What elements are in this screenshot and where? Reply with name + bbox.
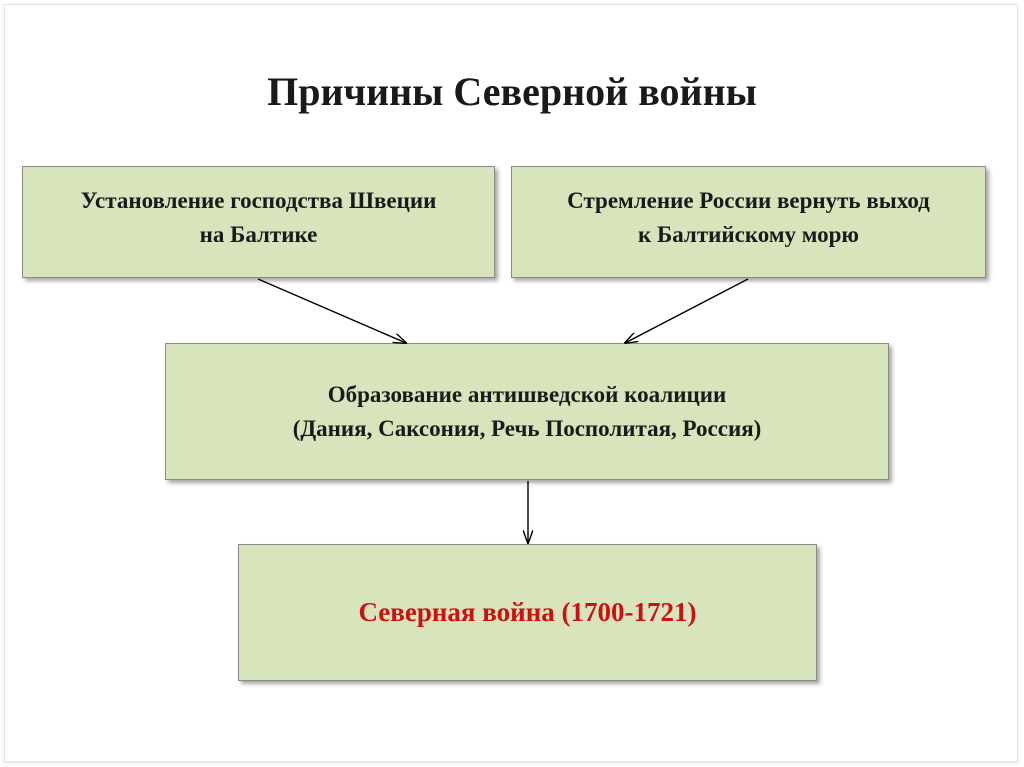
cause-box-russia-line2: к Балтийскому морю [638,222,859,247]
northern-war-label: Северная война (1700-1721) [358,597,697,627]
northern-war-box: Северная война (1700-1721) [238,544,817,681]
coalition-box-line2: (Дания, Саксония, Речь Посполитая, Росси… [292,415,762,441]
diagram-title: Причины Северной войны [267,69,757,114]
cause-box-sweden-line1: Установление господства Швеции [80,188,437,213]
coalition-box: Образование антишведской коалиции (Дания… [165,343,889,480]
coalition-box-line1: Образование антишведской коалиции [327,381,727,407]
cause-box-sweden-dominance: Установление господства Швеции на Балтик… [22,166,495,278]
cause-box-russia-sea-access: Стремление России вернуть выход к Балтий… [511,166,986,278]
cause-box-russia-line1: Стремление России вернуть выход [567,188,930,213]
cause-box-sweden-line2: на Балтике [199,222,318,247]
